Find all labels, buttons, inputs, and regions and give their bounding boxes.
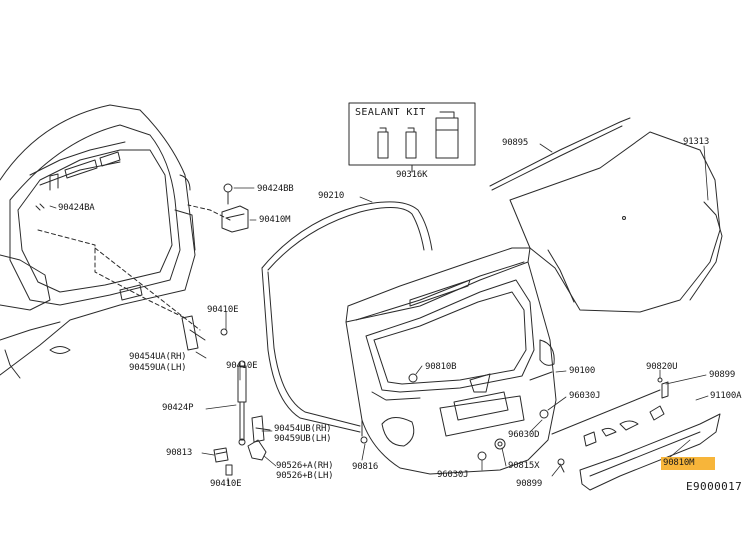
sealant-kit-title: SEALANT KIT [355, 107, 426, 118]
label-90526B-lh: 90526+B(LH) [276, 471, 334, 481]
label-91313: 91313 [683, 137, 710, 147]
weatherstrip-90210 [261, 201, 433, 433]
label-90816: 90816 [352, 462, 379, 472]
label-90316K: 90316K [396, 170, 428, 180]
label-90820U: 90820U [646, 362, 678, 372]
label-90459UA-lh: 90459UA(LH) [129, 363, 187, 373]
label-96030J-lower: 96030J [437, 470, 469, 480]
label-90899-upper: 90899 [709, 370, 736, 380]
label-96030J-upper: 96030J [569, 391, 601, 401]
label-90100: 90100 [569, 366, 596, 376]
label-90815X: 90815X [508, 461, 540, 471]
label-90810M-highlighted: 90810M [661, 457, 715, 470]
label-90410E-middle: 90410E [226, 361, 258, 371]
leader-lines [49, 143, 709, 485]
label-96030D: 96030D [508, 430, 540, 440]
label-91100A: 91100A [710, 391, 742, 401]
vehicle-body-outline [0, 104, 196, 379]
label-90810B: 90810B [425, 362, 457, 372]
label-90526A-rh: 90526+A(RH) [276, 461, 334, 471]
label-90899-lower: 90899 [516, 479, 543, 489]
back-door-finisher [551, 377, 721, 491]
label-90424BA: 90424BA [58, 203, 95, 213]
diagram-code: E9000017 [686, 480, 743, 493]
leader-lines-dashed [37, 204, 231, 331]
back-door-panel [345, 247, 557, 475]
label-90813: 90813 [166, 448, 193, 458]
back-window-glass [489, 117, 723, 313]
label-90454UB-rh: 90454UB(RH) [274, 424, 332, 434]
label-90410E-upper: 90410E [207, 305, 239, 315]
label-90424BB: 90424BB [257, 184, 294, 194]
label-90454UA-rh: 90454UA(RH) [129, 352, 187, 362]
label-90410E-lower: 90410E [210, 479, 242, 489]
label-90895: 90895 [502, 138, 529, 148]
hinge-and-stay-parts [35, 183, 271, 476]
label-90424P: 90424P [162, 403, 194, 413]
label-90410M: 90410M [259, 215, 291, 225]
label-90210: 90210 [318, 191, 345, 201]
sealant-kit-box [348, 102, 476, 173]
label-90459UB-lh: 90459UB(LH) [274, 434, 332, 444]
